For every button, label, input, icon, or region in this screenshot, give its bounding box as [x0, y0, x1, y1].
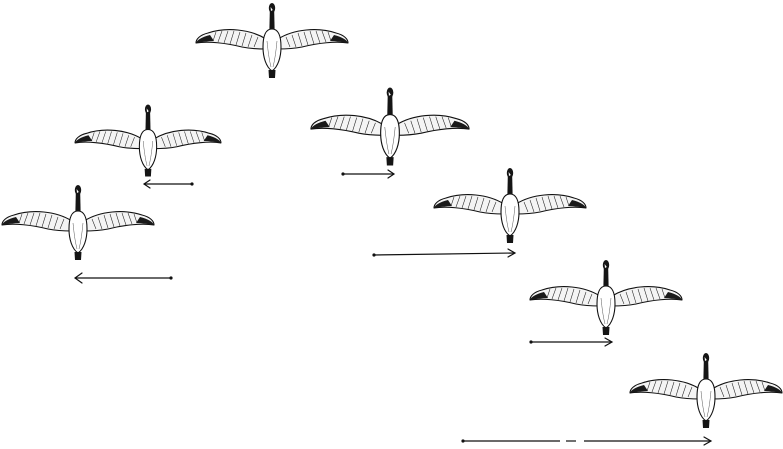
arrow-goose-7-right [461, 437, 711, 445]
goose-5 [434, 168, 586, 243]
goose-2 [75, 105, 221, 177]
goose-6 [530, 260, 682, 335]
arrow-goose-6-right [529, 338, 612, 346]
goose-1 [196, 3, 348, 78]
goose-4 [2, 185, 154, 260]
goose-3 [311, 87, 469, 165]
goose-7 [630, 353, 782, 428]
arrow-goose-5-right [372, 249, 515, 257]
arrow-goose-2-left [144, 180, 194, 188]
arrow-goose-3-right [341, 170, 394, 178]
arrow-goose-4-left [75, 273, 173, 283]
